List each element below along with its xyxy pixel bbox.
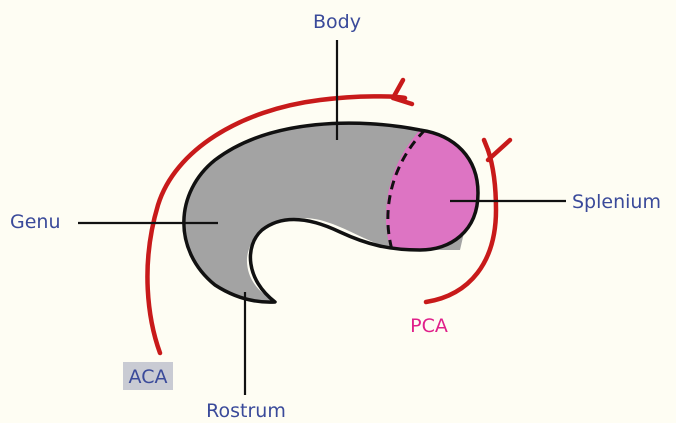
label-splenium: Splenium xyxy=(572,191,661,213)
label-body: Body xyxy=(313,11,361,33)
label-pca: PCA xyxy=(410,315,448,337)
label-genu: Genu xyxy=(10,211,61,233)
aca-arrowhead xyxy=(393,80,412,104)
label-aca: ACA xyxy=(129,366,168,388)
label-rostrum: Rostrum xyxy=(206,400,286,422)
